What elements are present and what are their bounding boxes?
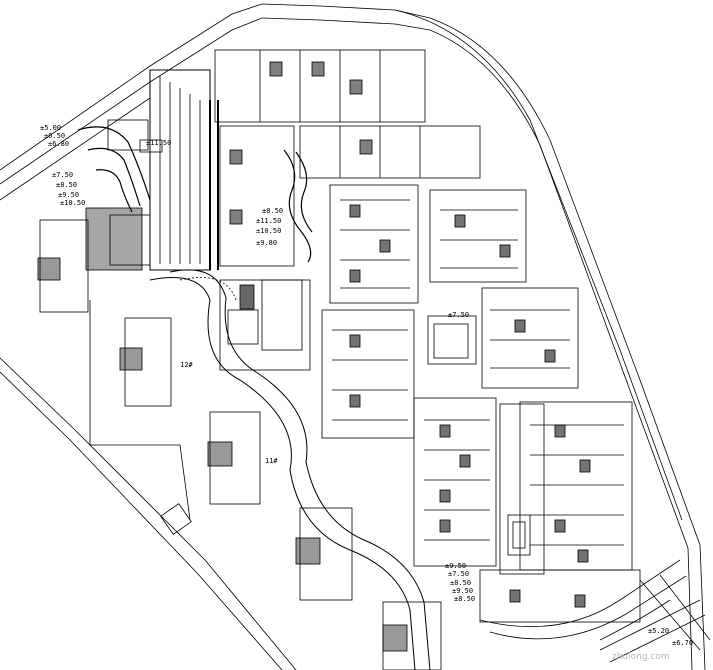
elevation-label: ±9.80 [256,239,278,247]
townhouse-rows-central [321,184,579,439]
elevation-label: ±11.50 [256,217,282,225]
plaza [219,149,313,371]
elevation-label: ±6.50 [44,132,66,140]
elevation-label: ±6.80 [48,140,70,148]
elevation-label: ±8.50 [56,181,78,189]
elevation-label: ±8.50 [450,579,472,587]
elevation-label: ±11.50 [146,139,172,147]
elevation-label: ±10.50 [256,227,282,235]
elevation-label: ±5.20 [648,627,670,635]
elevation-label: ±9.50 [58,191,80,199]
elevation-label: ±5.00 [40,124,62,132]
walkway [149,269,431,670]
elevation-label: ±7.50 [448,570,470,578]
terrace-block [77,69,211,271]
elevation-label: ±10.50 [60,199,86,207]
elevation-label: ±8.50 [454,595,476,603]
elevation-label: ±7.50 [52,171,74,179]
elevation-label: ±9.50 [445,562,467,570]
apartment-blocks-west [37,219,442,670]
townhouse-rows-southeast [413,397,641,623]
road-lines [0,3,706,670]
building-tag: 11# [265,457,278,465]
watermark-text: zhulong.com [612,652,670,662]
elevation-label: ±6.70 [672,639,694,647]
entry-corner [479,559,711,663]
elevation-label: ±8.50 [262,207,284,215]
townhouse-blocks-north [209,49,481,270]
elevation-label: ±9.50 [452,587,474,595]
center-elevation-label: ±7.50 [448,311,470,319]
building-tag: 12# [180,361,193,369]
